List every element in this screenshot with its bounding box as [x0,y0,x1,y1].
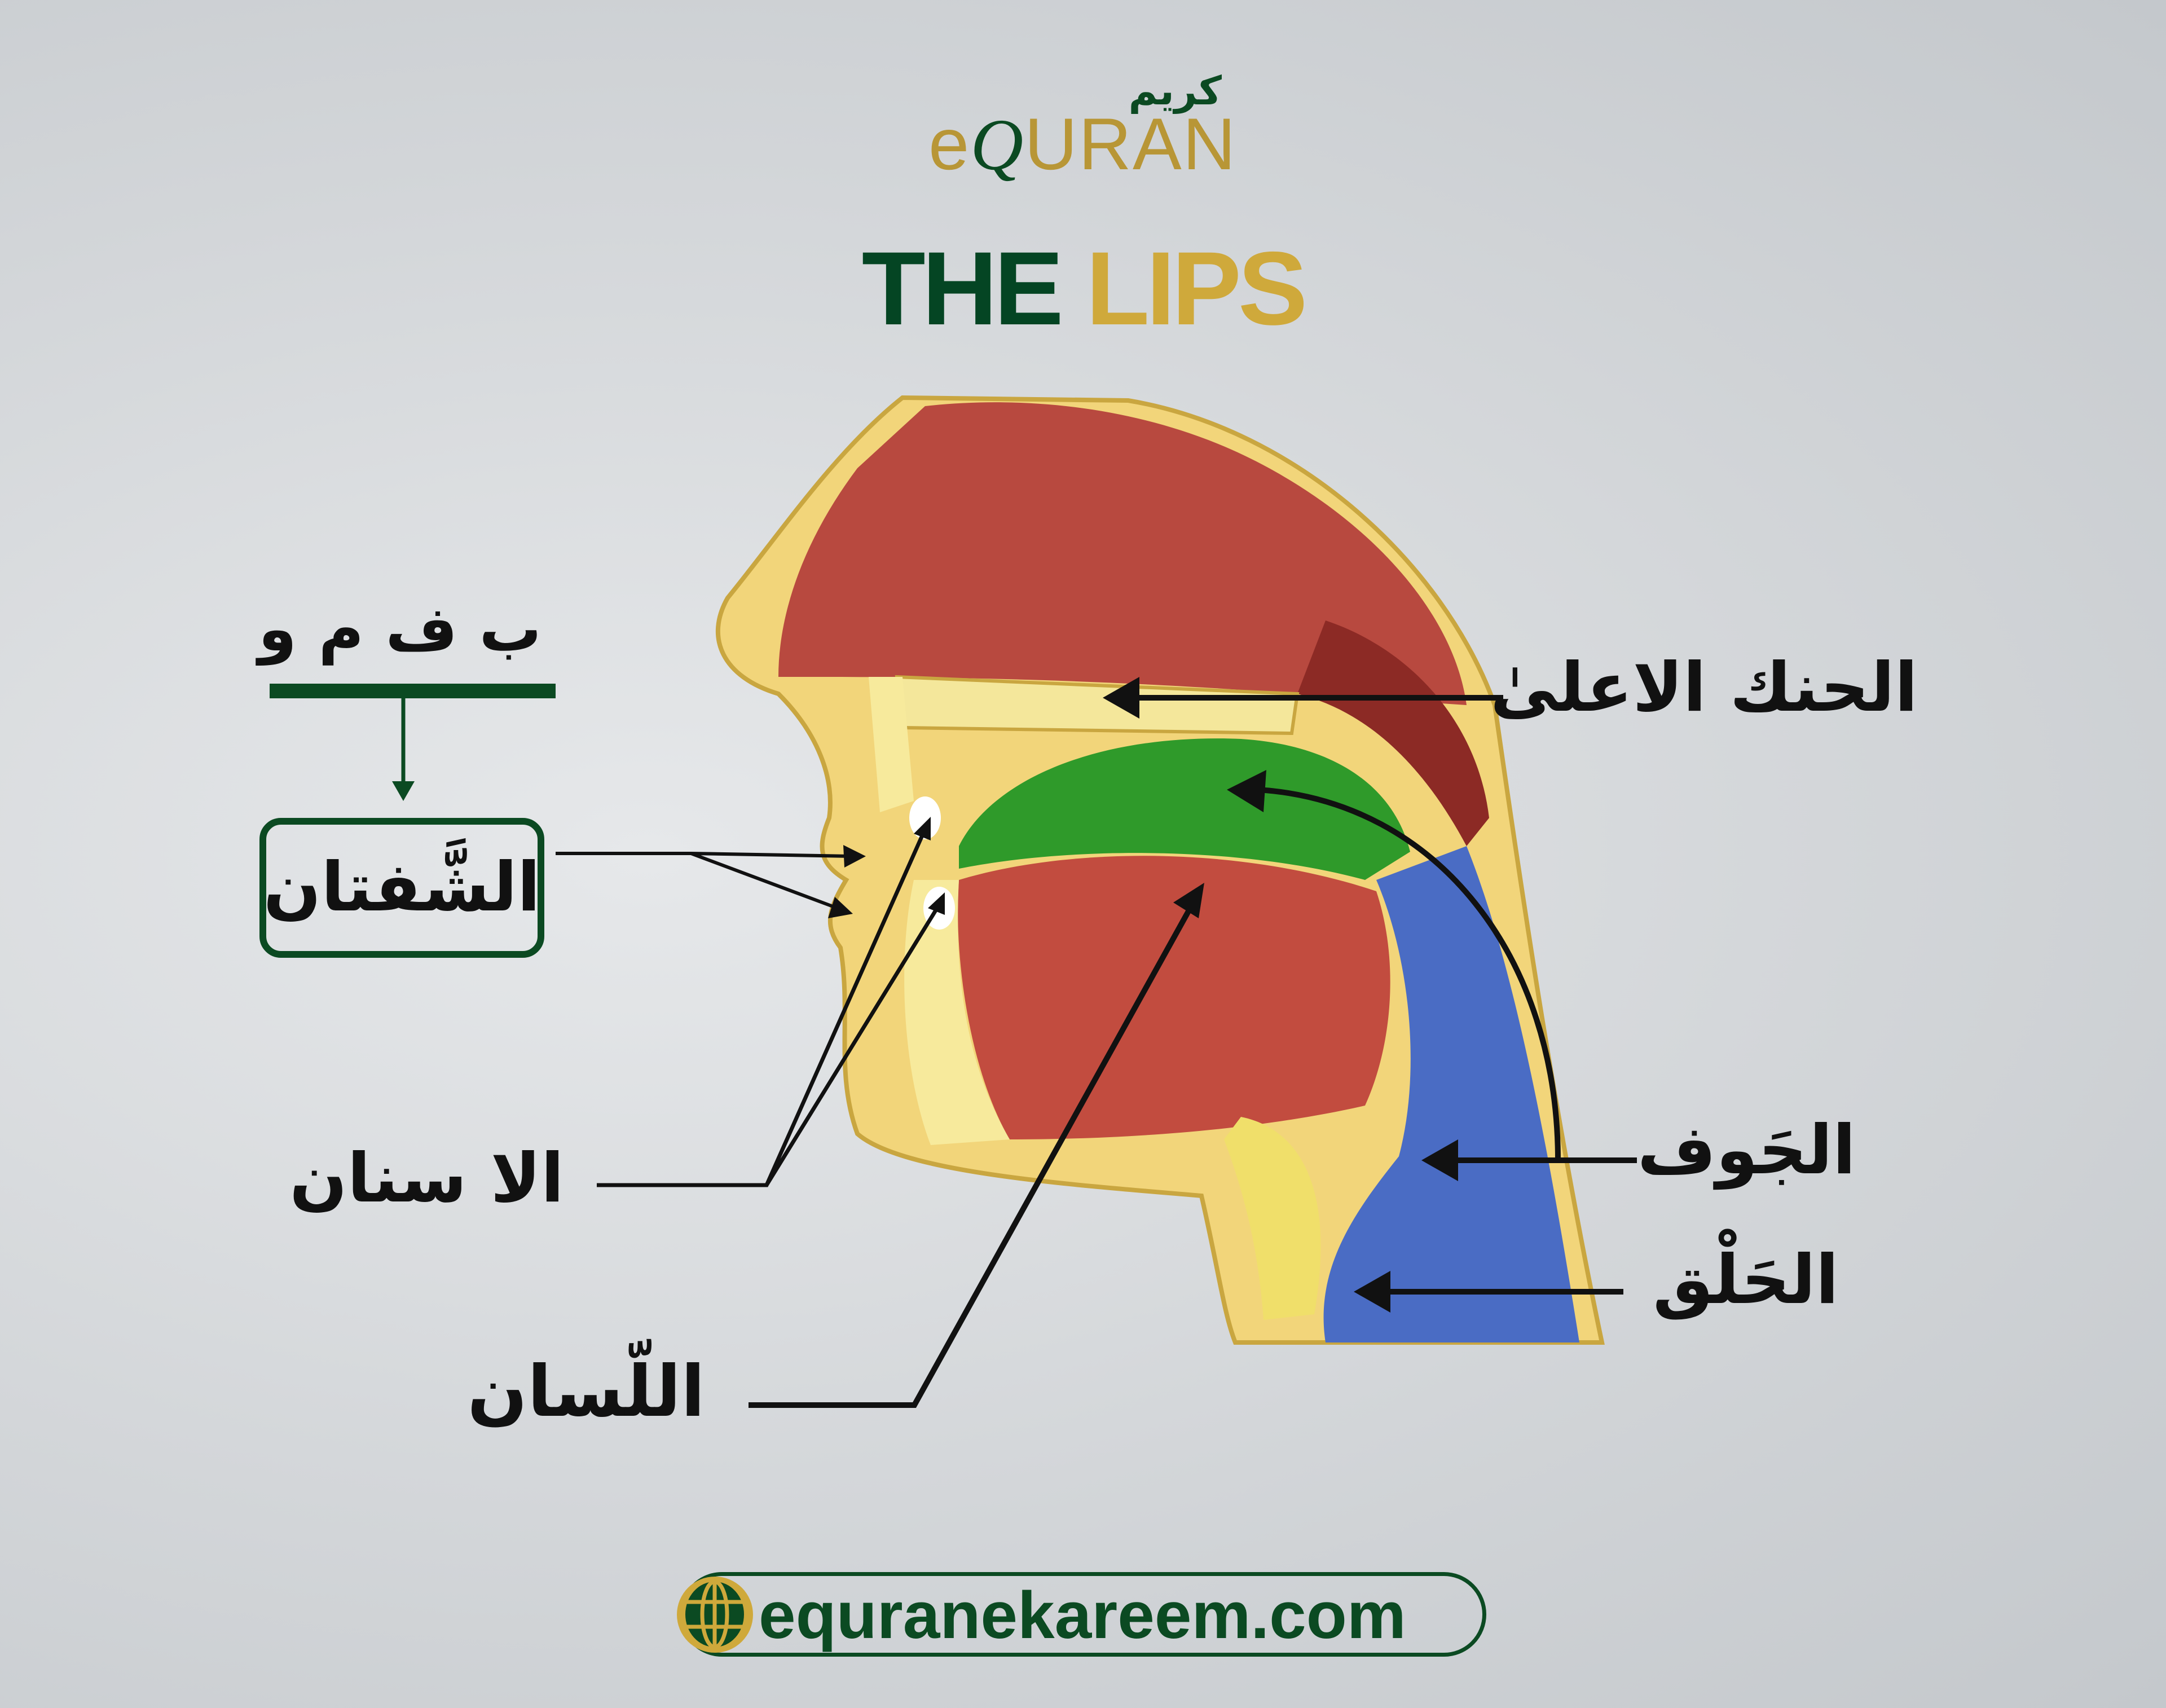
title-lips: LIPS [1086,231,1307,347]
palate-label: الحنك الاعلىٰ [1490,649,1918,727]
lips-pointer-line [556,852,852,911]
arrowhead-jawf-curve [1227,770,1266,812]
lips-label-box: الشَّفتان [259,818,544,958]
website-url[interactable]: equranekareem.com [759,1578,1406,1653]
arrowhead-teeth-upper [914,817,931,840]
lip-letters: ب ف م و [258,593,542,665]
jawf-label: الجَوف [1637,1111,1856,1190]
pharynx-back [1297,620,1489,846]
upper-jaw [869,677,914,812]
globe-icon [677,1577,753,1653]
arrowhead-palate [1103,677,1139,719]
tongue-label: اللّسان [467,1351,705,1433]
pharynx-blue [1323,846,1579,1342]
lips-label: الشَّفتان [263,848,541,927]
epiglottis [1224,1117,1321,1320]
arrowhead-throat [1354,1271,1390,1313]
title-the: THE [861,231,1064,347]
page-title: THE LIPS [0,237,2166,341]
teeth-pointer-line [597,828,941,1187]
teeth-label: الا سنان [289,1139,564,1218]
arrowhead-lips-lower [828,897,853,918]
logo-uran: URAN [1024,103,1237,185]
divider-bar [270,684,556,698]
arrowhead-jawf [1421,1139,1458,1181]
tongue-upper-green [959,738,1410,880]
jawf-pointer-line [1257,787,1637,1163]
logo-wordmark: eQURAN [928,107,1237,182]
arrowhead-teeth-lower [928,892,945,915]
arrowhead-tongue [1173,883,1204,918]
lower-jaw [904,880,1010,1145]
logo-arabic: كريم [1128,68,1222,114]
arrowhead-down [392,781,415,801]
logo-e: e [928,103,971,185]
upper-tooth [909,796,941,839]
equran-kareem-logo: كريم eQURAN [928,68,1236,182]
tongue-body [958,856,1390,1139]
arrowhead-lips-upper [843,845,866,868]
nasal-cavity [778,402,1467,705]
throat-label: الحَلْق [1653,1241,1839,1319]
logo-q: Q [970,104,1025,186]
tongue-pointer-line [749,906,1193,1408]
